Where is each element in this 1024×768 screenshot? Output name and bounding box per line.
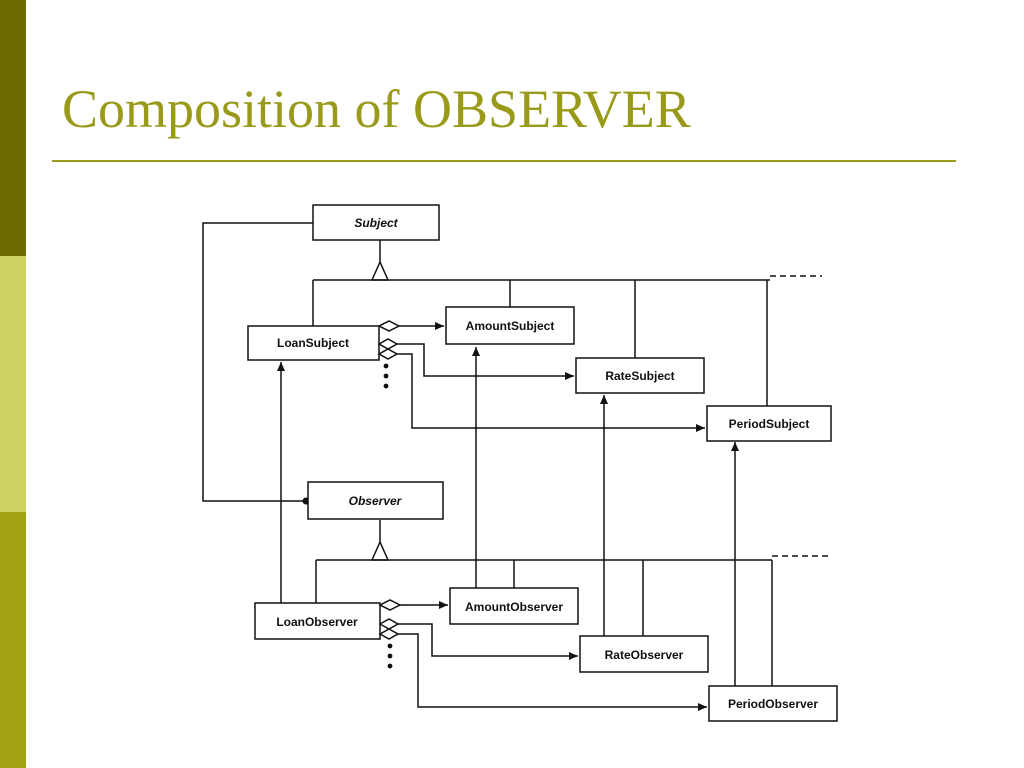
- class-label-rate-observer: RateObserver: [605, 648, 684, 662]
- class-box-subject: [312, 204, 440, 241]
- aggregation-diamond: [378, 599, 402, 611]
- observer-inheritance-triangle: [370, 540, 390, 561]
- aggregation-diamond: [377, 338, 399, 350]
- class-label-period-observer: PeriodObserver: [728, 697, 818, 711]
- class-box-loan-observer: [254, 602, 381, 640]
- class-label-observer: Observer: [349, 494, 403, 508]
- class-box-loan-subject: [247, 325, 380, 361]
- class-label-loan-subject: LoanSubject: [277, 336, 349, 350]
- side-bar-middle: [0, 256, 26, 512]
- class-label-period-subject: PeriodSubject: [729, 417, 810, 431]
- side-bar-top: [0, 0, 26, 256]
- class-box-period-subject: [706, 405, 832, 442]
- class-label-loan-observer: LoanObserver: [276, 615, 358, 629]
- side-bar-bottom: [0, 512, 26, 768]
- subject-observer-association: [202, 222, 313, 505]
- subject-inheritance-triangle: [370, 260, 390, 281]
- slide-title: Composition of OBSERVER: [62, 79, 691, 139]
- class-box-rate-subject: [575, 357, 705, 394]
- aggregation-diamond: [377, 320, 401, 332]
- title-underline: [52, 160, 956, 162]
- class-box-observer: [307, 481, 444, 520]
- class-box-rate-observer: [579, 635, 709, 673]
- class-box-amount-observer: [449, 587, 579, 625]
- more-subjects-ellipsis: [383, 363, 389, 389]
- class-label-subject: Subject: [354, 216, 398, 230]
- class-label-amount-observer: AmountObserver: [465, 600, 563, 614]
- class-box-amount-subject: [445, 306, 575, 345]
- aggregation-diamond: [377, 348, 399, 360]
- class-box-period-observer: [708, 685, 838, 722]
- class-label-rate-subject: RateSubject: [605, 369, 674, 383]
- aggregation-diamond: [378, 628, 400, 640]
- aggregation-diamond: [378, 618, 400, 630]
- more-observers-ellipsis: [387, 643, 393, 669]
- class-label-amount-subject: AmountSubject: [466, 319, 555, 333]
